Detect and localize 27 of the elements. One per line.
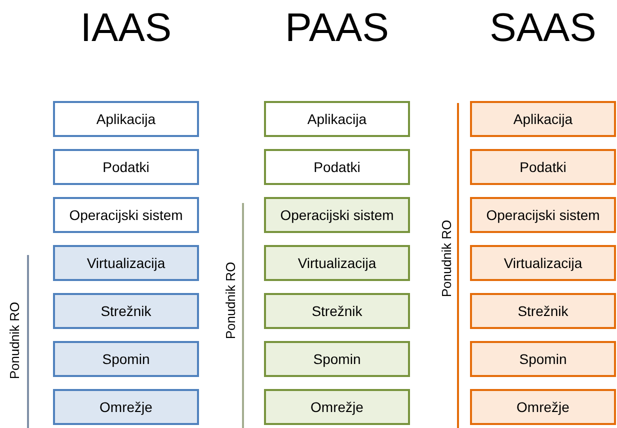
layer-box: Spomin [470, 341, 616, 377]
layer-box: Omrežje [53, 389, 199, 425]
layer-box: Aplikacija [53, 101, 199, 137]
layer-box: Spomin [264, 341, 410, 377]
bracket-label: Ponudnik RO [438, 219, 454, 297]
layer-box: Virtualizacija [470, 245, 616, 281]
layer-box: Virtualizacija [53, 245, 199, 281]
layer-box: Aplikacija [264, 101, 410, 137]
layer-box: Strežnik [470, 293, 616, 329]
layer-box: Virtualizacija [264, 245, 410, 281]
layer-box: Strežnik [264, 293, 410, 329]
column-heading: PAAS [284, 5, 390, 52]
layer-box: Podatki [53, 149, 199, 185]
layer-box: Spomin [53, 341, 199, 377]
layer-box: Podatki [264, 149, 410, 185]
layer-box: Omrežje [470, 389, 616, 425]
layer-box: Strežnik [53, 293, 199, 329]
layer-box: Operacijski sistem [470, 197, 616, 233]
layer-box: Aplikacija [470, 101, 616, 137]
layer-box: Podatki [470, 149, 616, 185]
bracket-label: Ponudnik RO [6, 301, 22, 379]
bracket-label: Ponudnik RO [222, 261, 238, 339]
layer-box: Operacijski sistem [53, 197, 199, 233]
layer-box: Omrežje [264, 389, 410, 425]
layer-box: Operacijski sistem [264, 197, 410, 233]
column-heading: IAAS [79, 5, 173, 52]
column-heading: SAAS [488, 5, 598, 52]
